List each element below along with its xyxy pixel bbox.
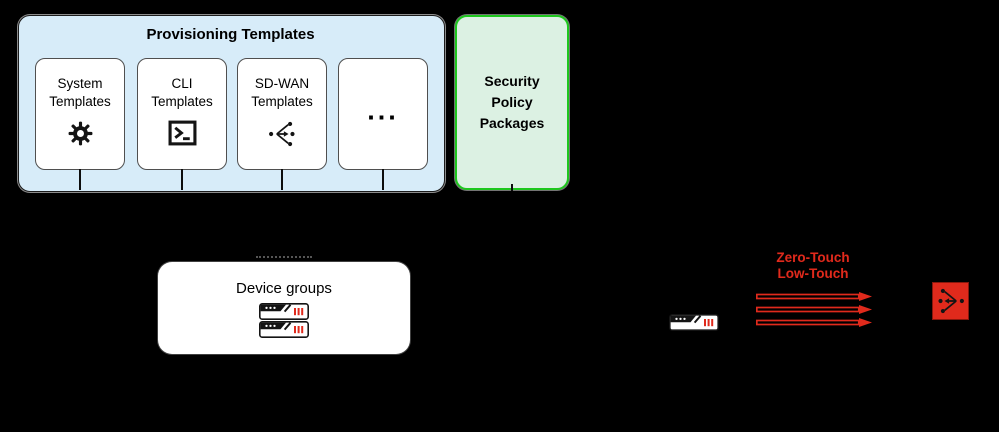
connector-stub bbox=[79, 169, 81, 190]
system-templates-card: System Templates bbox=[35, 58, 125, 170]
security-policy-packages-panel: Security Policy Packages bbox=[455, 15, 569, 190]
card-label-line1: CLI bbox=[171, 76, 193, 91]
card-label: System Templates bbox=[36, 75, 124, 111]
label-line3: Packages bbox=[479, 115, 545, 131]
card-label-line2: Templates bbox=[251, 93, 313, 109]
more-templates-card: ... bbox=[338, 58, 428, 170]
cli-templates-card: CLI Templates bbox=[137, 58, 227, 170]
sdwan-branch-icon bbox=[238, 120, 326, 148]
firewall-device-stack-icon bbox=[158, 303, 410, 338]
card-label-line2: Templates bbox=[49, 93, 111, 109]
card-label: SD-WAN Templates bbox=[238, 75, 326, 111]
card-label-line2: Templates bbox=[151, 93, 213, 109]
sdwan-red-box-icon bbox=[932, 282, 969, 320]
provisioning-templates-title: Provisioning Templates bbox=[146, 26, 315, 43]
sdwan-templates-card: SD-WAN Templates bbox=[237, 58, 327, 170]
connector-stub bbox=[511, 184, 513, 191]
connector-dotted-remnant bbox=[256, 256, 312, 258]
connector-stub bbox=[281, 169, 283, 190]
cli-terminal-icon bbox=[138, 120, 226, 146]
provisioning-flow-arrows bbox=[755, 292, 874, 334]
card-label: CLI Templates bbox=[138, 75, 226, 111]
security-policy-packages-label: Security Policy Packages bbox=[480, 71, 545, 134]
touch-labels: Zero-Touch Low-Touch bbox=[745, 250, 881, 282]
label-line2: Policy bbox=[491, 94, 533, 110]
device-groups-title: Device groups bbox=[236, 280, 332, 297]
card-label-line1: SD-WAN bbox=[254, 76, 310, 91]
ellipsis: ... bbox=[367, 95, 399, 126]
gear-icon bbox=[36, 120, 124, 147]
device-groups-panel: Device groups bbox=[158, 262, 410, 354]
zero-touch-label: Zero-Touch bbox=[776, 250, 850, 265]
connector-stub bbox=[382, 169, 384, 190]
low-touch-label: Low-Touch bbox=[777, 266, 849, 281]
firewall-device-icon bbox=[259, 321, 309, 338]
branch-icon bbox=[937, 288, 964, 314]
card-label-line1: System bbox=[57, 76, 103, 91]
firewall-device-icon bbox=[669, 314, 720, 336]
firewall-device-icon bbox=[259, 303, 309, 320]
label-line1: Security bbox=[484, 73, 540, 89]
connector-stub bbox=[181, 169, 183, 190]
